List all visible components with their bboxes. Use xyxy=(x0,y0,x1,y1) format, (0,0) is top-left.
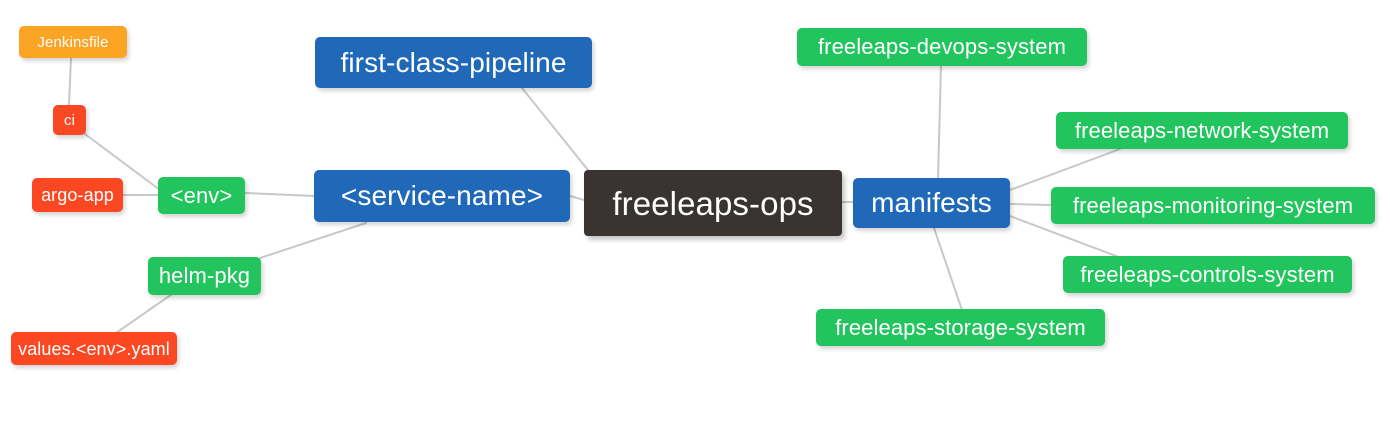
node-jenkinsfile[interactable]: Jenkinsfile xyxy=(19,26,127,58)
node-label: values.<env>.yaml xyxy=(18,338,170,359)
edge-manifests-network xyxy=(1009,148,1121,191)
node-freeleaps-storage-system[interactable]: freeleaps-storage-system xyxy=(816,309,1105,346)
node-label: manifests xyxy=(871,187,992,218)
edge-manifests-storage xyxy=(933,227,963,311)
node-label: first-class-pipeline xyxy=(340,46,567,78)
node-ci[interactable]: ci xyxy=(53,105,86,135)
node-label: freeleaps-network-system xyxy=(1074,117,1330,143)
node-label: <env> xyxy=(170,182,233,208)
node-label: ci xyxy=(63,111,76,129)
node-label: helm-pkg xyxy=(158,263,251,288)
edge-firstclasspipeline-servicename xyxy=(521,87,589,171)
edge-helmpkg-servicename xyxy=(259,222,367,259)
node-label: argo-app xyxy=(41,185,114,205)
node-manifests[interactable]: manifests xyxy=(853,178,1010,228)
node-freeleaps-controls-system[interactable]: freeleaps-controls-system xyxy=(1063,256,1352,293)
node-freeleaps-devops-system[interactable]: freeleaps-devops-system xyxy=(797,28,1087,66)
node-helm-pkg[interactable]: helm-pkg xyxy=(148,257,261,295)
node-service-name[interactable]: <service-name> xyxy=(314,170,570,222)
node-label: freeleaps-controls-system xyxy=(1080,261,1335,287)
node-label: Jenkinsfile xyxy=(37,33,109,51)
edge-values-helmpkg xyxy=(115,291,176,334)
node-label: freeleaps-ops xyxy=(612,184,814,222)
node-label: freeleaps-devops-system xyxy=(817,34,1067,59)
node-label: freeleaps-storage-system xyxy=(835,314,1086,340)
node-first-class-pipeline[interactable]: first-class-pipeline xyxy=(315,37,592,88)
node-freeleaps-network-system[interactable]: freeleaps-network-system xyxy=(1056,112,1348,149)
node-freeleaps-ops[interactable]: freeleaps-ops xyxy=(584,170,842,236)
edge-servicename-root xyxy=(569,195,585,201)
edge-jenkinsfile-ci xyxy=(68,57,72,106)
node-freeleaps-monitoring-system[interactable]: freeleaps-monitoring-system xyxy=(1051,187,1375,224)
edge-manifests-monitoring xyxy=(1009,203,1052,206)
edge-env-servicename xyxy=(244,192,315,197)
node-label: freeleaps-monitoring-system xyxy=(1072,192,1354,218)
node-label: <service-name> xyxy=(340,180,544,211)
node-env[interactable]: <env> xyxy=(158,177,245,214)
node-values-env-yaml[interactable]: values.<env>.yaml xyxy=(11,332,177,365)
edge-manifests-devops xyxy=(937,65,942,179)
node-argo-app[interactable]: argo-app xyxy=(32,178,123,212)
